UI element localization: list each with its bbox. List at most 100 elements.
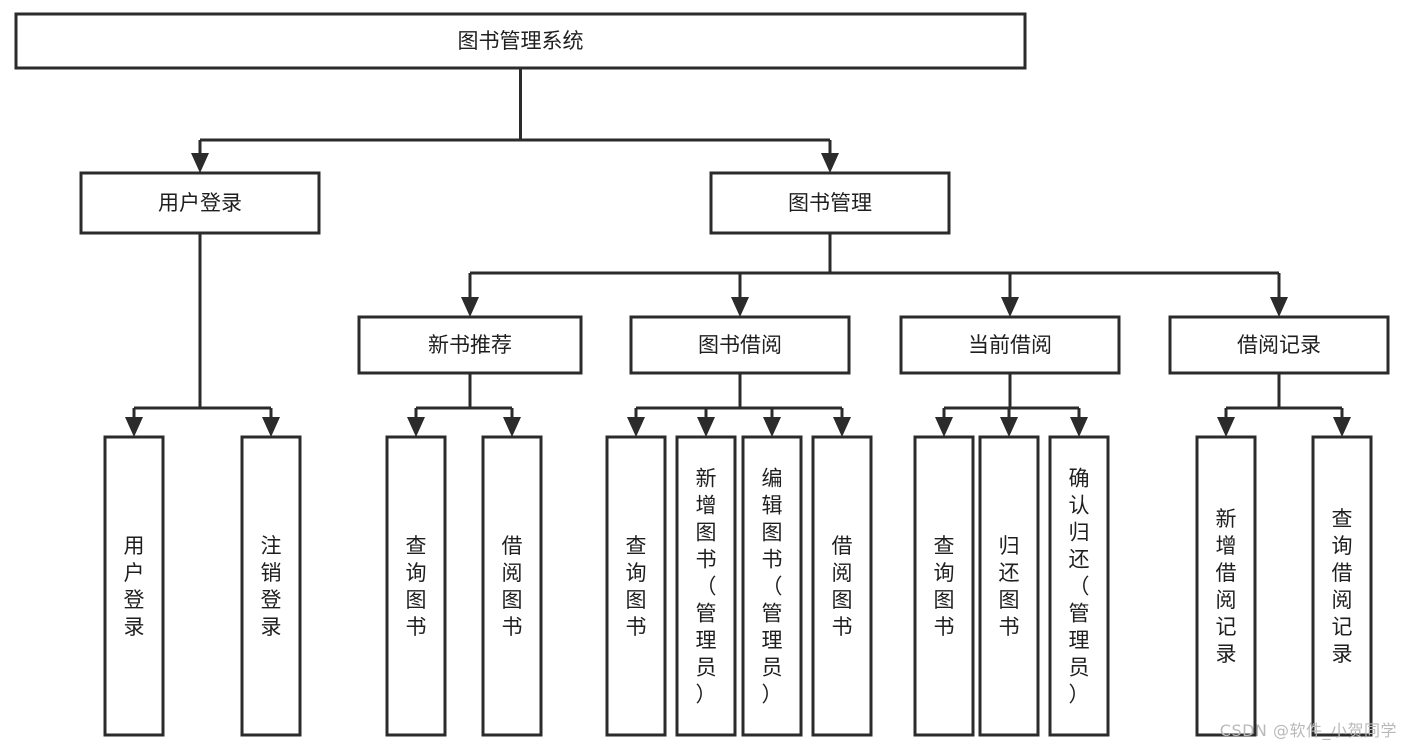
svg-text:归: 归 <box>999 534 1020 558</box>
node-level2-1[interactable] <box>79 171 321 235</box>
svg-text:图: 图 <box>696 521 717 545</box>
node-leaf-11[interactable] <box>1048 435 1110 737</box>
node-leaf-2[interactable] <box>240 435 302 737</box>
svg-text:阅: 阅 <box>1216 588 1237 612</box>
svg-text:（: （ <box>762 575 783 599</box>
node-leaf-10[interactable] <box>978 435 1040 737</box>
node-leaf-12[interactable] <box>1195 435 1257 737</box>
svg-text:理: 理 <box>1069 629 1090 653</box>
node-leaf-3[interactable] <box>385 435 447 737</box>
svg-text:阅: 阅 <box>1332 588 1353 612</box>
svg-text:询: 询 <box>626 561 647 585</box>
svg-text:书: 书 <box>406 615 427 639</box>
node-leaf-1[interactable] <box>103 435 165 737</box>
node-level3-1[interactable] <box>357 315 583 375</box>
svg-text:登: 登 <box>124 588 145 612</box>
svg-text:图: 图 <box>832 588 853 612</box>
svg-text:员: 员 <box>762 656 783 680</box>
node-leaf-9[interactable] <box>913 435 975 737</box>
svg-text:管: 管 <box>1069 602 1090 626</box>
arrow-head-icon <box>731 297 749 317</box>
svg-text:录: 录 <box>1332 642 1353 666</box>
arrow-head-icon <box>503 417 521 437</box>
arrow-head-icon <box>821 153 839 173</box>
arrow-head-icon <box>262 417 280 437</box>
node-leaf-7[interactable] <box>741 435 803 737</box>
svg-text:增: 增 <box>696 494 717 518</box>
svg-text:户: 户 <box>124 561 145 585</box>
node-leaf-8[interactable] <box>811 435 873 737</box>
node-level3-2[interactable] <box>629 315 851 375</box>
node-leaf-4[interactable] <box>481 435 543 737</box>
svg-text:录: 录 <box>124 615 145 639</box>
svg-text:图: 图 <box>762 521 783 545</box>
arrow-head-icon <box>763 417 781 437</box>
node-leaf-label-1: 用户登录 <box>124 534 145 639</box>
node-level2-2[interactable] <box>709 171 951 235</box>
node-level3-label-3: 当前借阅 <box>968 333 1052 357</box>
node-leaf-6[interactable] <box>675 435 737 737</box>
svg-text:归: 归 <box>1069 521 1090 545</box>
svg-text:借: 借 <box>502 534 523 558</box>
svg-text:阅: 阅 <box>502 561 523 585</box>
svg-text:辑: 辑 <box>762 494 783 518</box>
arrow-head-icon <box>1333 417 1351 437</box>
svg-text:借: 借 <box>832 534 853 558</box>
svg-text:认: 认 <box>1069 494 1090 518</box>
svg-text:管: 管 <box>696 602 717 626</box>
svg-text:查: 查 <box>406 534 427 558</box>
svg-text:销: 销 <box>261 561 282 585</box>
node-level3-label-4: 借阅记录 <box>1237 333 1321 357</box>
svg-text:（: （ <box>696 575 717 599</box>
node-leaf-5[interactable] <box>605 435 667 737</box>
node-leaf-13[interactable] <box>1311 435 1373 737</box>
svg-text:还: 还 <box>1069 548 1090 572</box>
arrow-head-icon <box>1000 417 1018 437</box>
svg-text:）: ） <box>1069 683 1090 707</box>
node-level2-label-2: 图书管理 <box>788 191 872 215</box>
svg-text:录: 录 <box>1216 642 1237 666</box>
svg-text:书: 书 <box>999 615 1020 639</box>
svg-text:查: 查 <box>626 534 647 558</box>
svg-text:图: 图 <box>934 588 955 612</box>
svg-text:录: 录 <box>261 615 282 639</box>
svg-text:记: 记 <box>1332 615 1353 639</box>
svg-text:图: 图 <box>502 588 523 612</box>
node-root[interactable] <box>14 12 1027 70</box>
svg-text:图: 图 <box>999 588 1020 612</box>
svg-text:）: ） <box>696 683 717 707</box>
node-level3-label-1: 新书推荐 <box>428 333 512 357</box>
arrow-head-icon <box>461 297 479 317</box>
svg-text:还: 还 <box>999 561 1020 585</box>
svg-text:）: ） <box>762 683 783 707</box>
svg-text:书: 书 <box>762 548 783 572</box>
svg-text:记: 记 <box>1216 615 1237 639</box>
arrow-head-icon <box>191 153 209 173</box>
svg-text:图: 图 <box>406 588 427 612</box>
node-root-label: 图书管理系统 <box>458 29 584 53</box>
svg-text:（: （ <box>1069 575 1090 599</box>
arrow-head-icon <box>627 417 645 437</box>
svg-text:书: 书 <box>934 615 955 639</box>
svg-text:借: 借 <box>1332 561 1353 585</box>
svg-text:理: 理 <box>762 629 783 653</box>
node-level3-3[interactable] <box>899 315 1121 375</box>
svg-text:新: 新 <box>1216 507 1237 531</box>
node-level3-4[interactable] <box>1168 315 1390 375</box>
svg-text:员: 员 <box>696 656 717 680</box>
arrow-head-icon <box>125 417 143 437</box>
arrow-head-icon <box>935 417 953 437</box>
svg-text:图: 图 <box>626 588 647 612</box>
svg-text:理: 理 <box>696 629 717 653</box>
